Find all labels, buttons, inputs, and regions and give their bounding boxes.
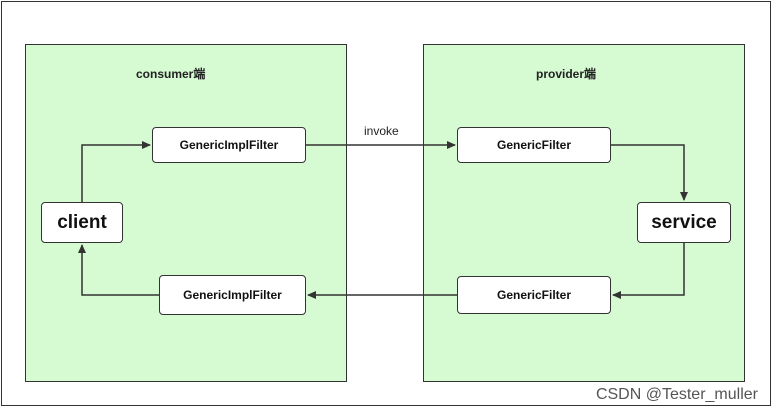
client-box: client bbox=[41, 202, 123, 243]
generic-filter-top-box: GenericFilter bbox=[457, 127, 611, 163]
arrow-filter-to-service bbox=[611, 144, 688, 201]
consumer-region-title: consumer端 bbox=[136, 67, 206, 81]
generic-impl-filter-bottom-box: GenericImplFilter bbox=[159, 275, 306, 315]
invoke-edge-label: invoke bbox=[364, 124, 399, 138]
generic-impl-filter-top-box: GenericImplFilter bbox=[152, 127, 306, 163]
provider-region-title: provider端 bbox=[536, 67, 597, 81]
arrow-service-to-filter-bottom bbox=[612, 243, 685, 299]
generic-filter-bottom-box: GenericFilter bbox=[457, 276, 611, 314]
arrow-impl-bottom-to-client bbox=[78, 244, 159, 296]
watermark: CSDN @Tester_muller bbox=[595, 386, 758, 403]
arrow-client-to-impl-top bbox=[81, 141, 151, 202]
service-box: service bbox=[637, 202, 731, 243]
